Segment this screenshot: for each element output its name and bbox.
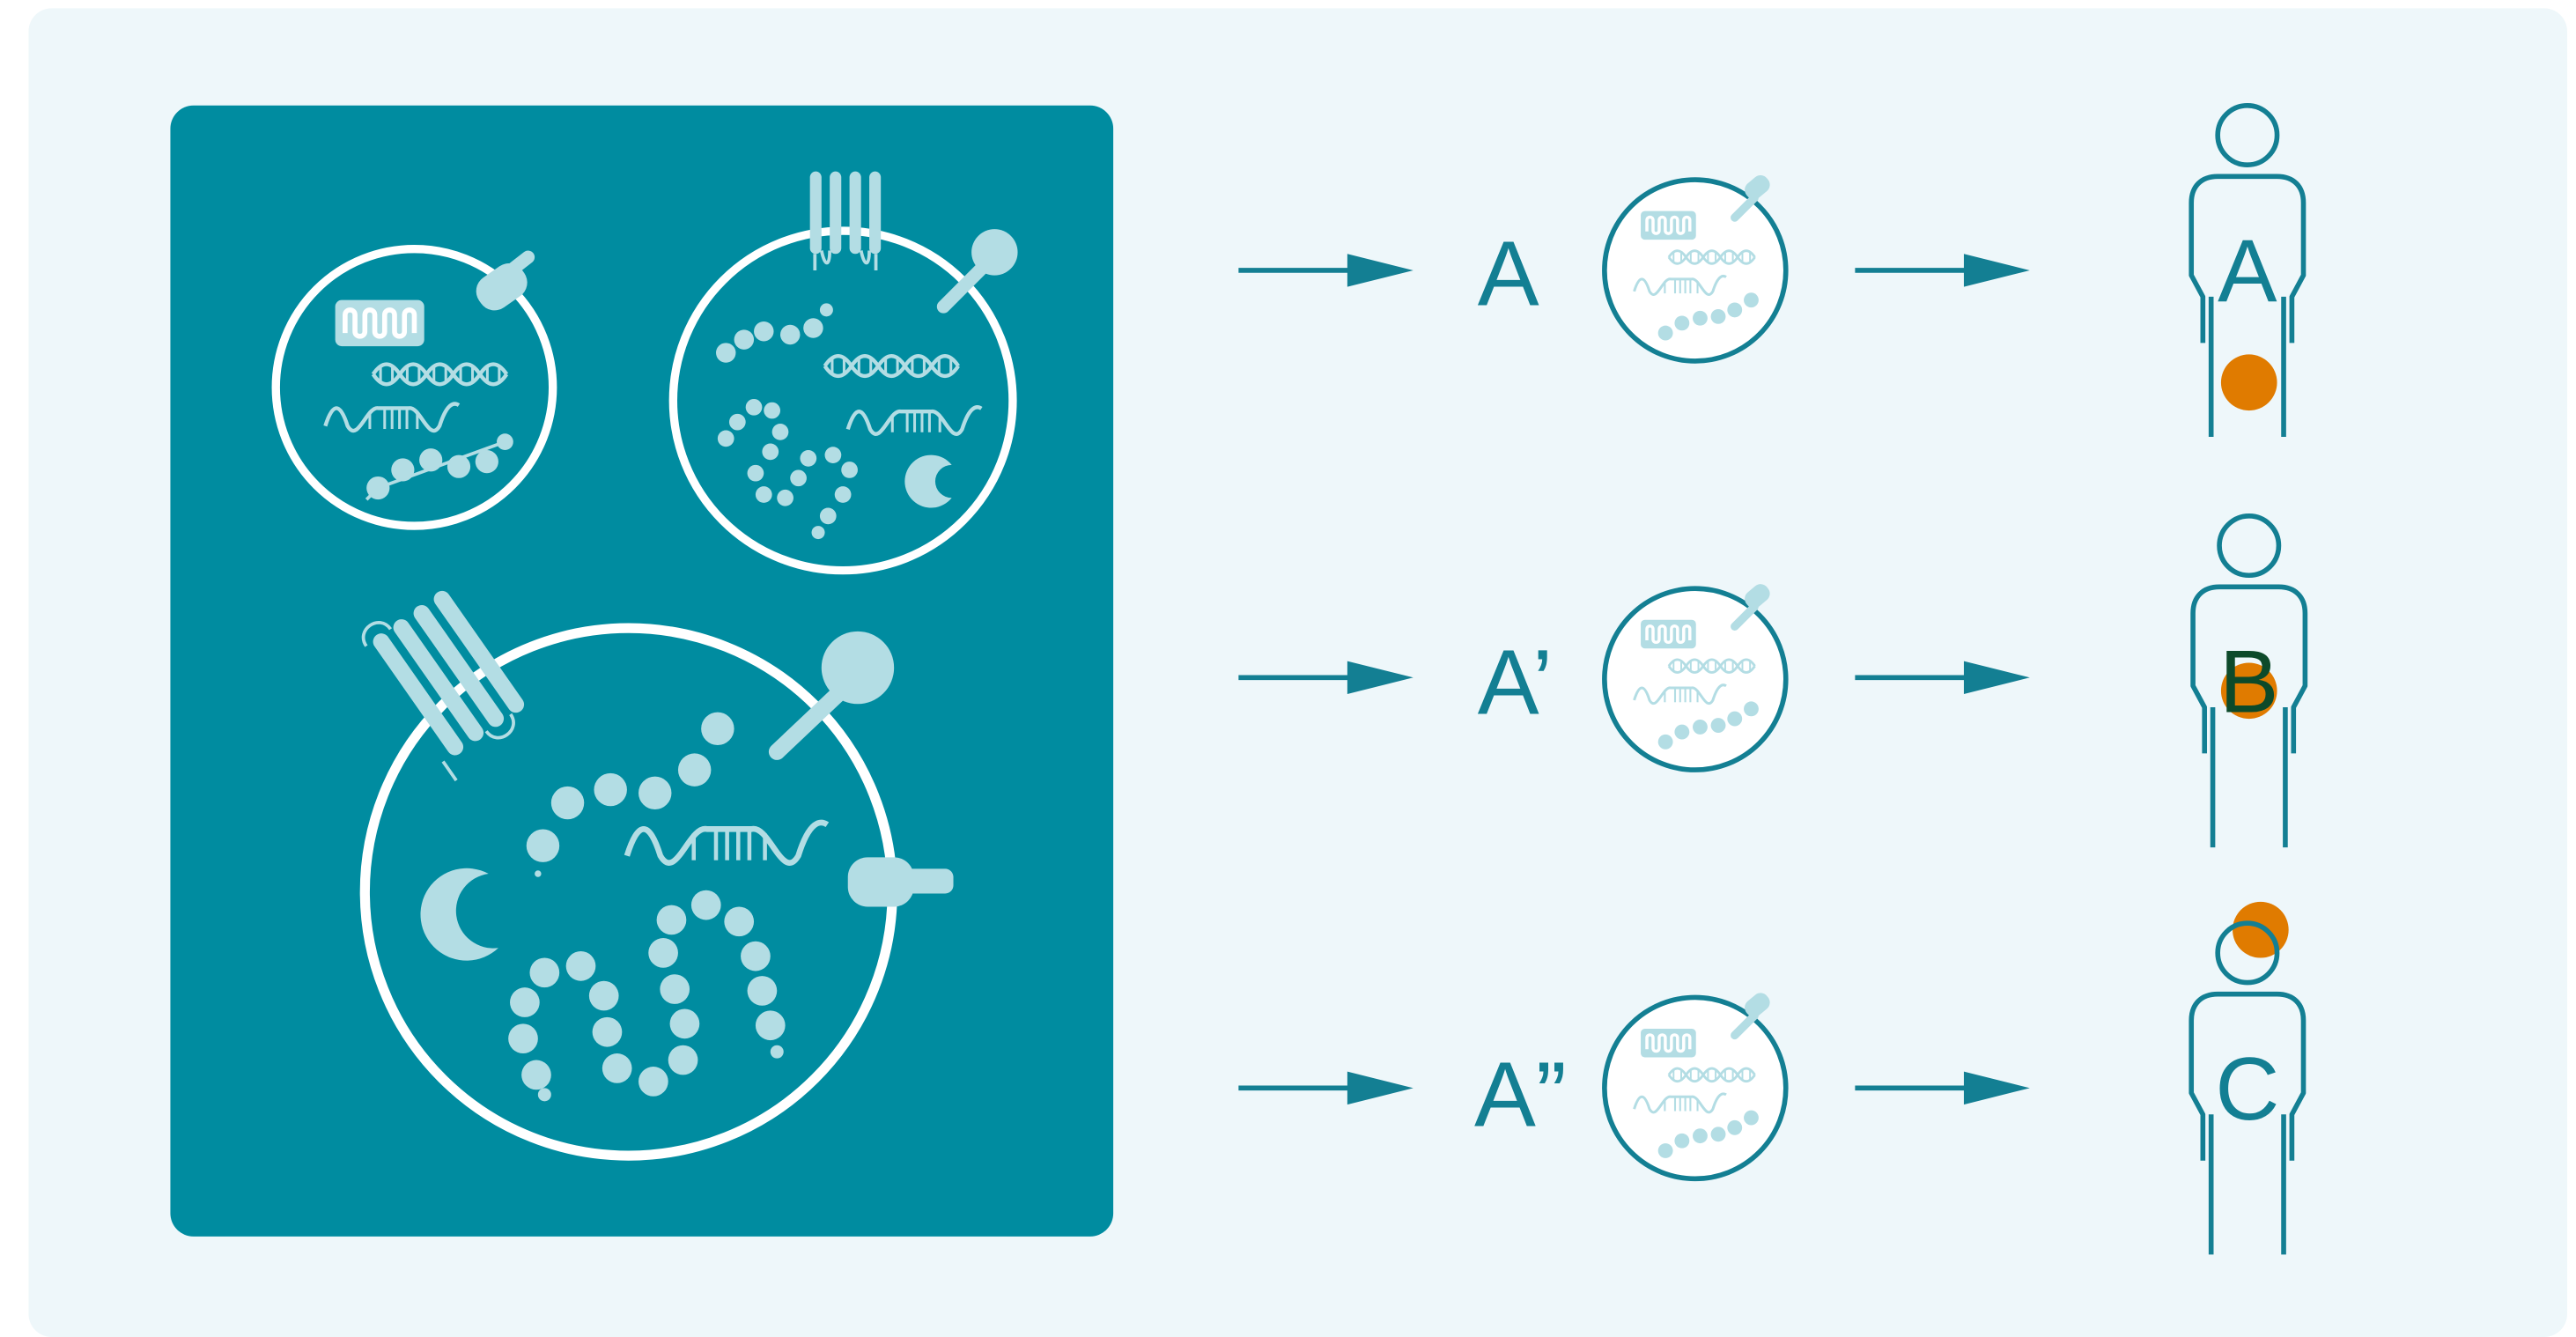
variant-label-2: A’	[1478, 631, 1553, 734]
variant-label-1: A	[1478, 222, 1539, 325]
patient-label-2: B	[2219, 633, 2278, 732]
patient-label-3: C	[2215, 1040, 2279, 1139]
variant-label-3: A”	[1474, 1043, 1567, 1146]
patient-label-1: A	[2218, 223, 2277, 321]
tumor-marker-icon-1	[2221, 354, 2277, 410]
tumor-marker-icon-3	[2233, 902, 2289, 958]
